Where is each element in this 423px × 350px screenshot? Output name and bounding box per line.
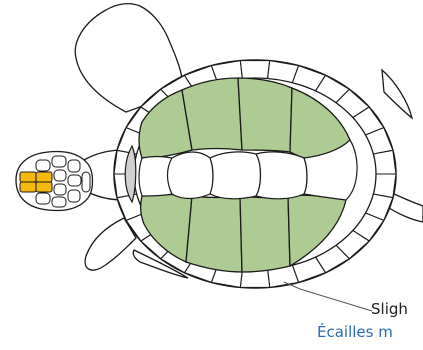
vertebral-scute-2 xyxy=(168,152,214,199)
marginal-scute xyxy=(240,61,269,79)
vertebral-scute-3 xyxy=(210,152,261,199)
costal-scute-bottom-3 xyxy=(240,196,290,272)
rear-right-flipper xyxy=(382,70,412,118)
front-right-flipper xyxy=(85,218,136,270)
costal-scute-top-2 xyxy=(182,78,242,150)
vertebral-scute-4 xyxy=(256,152,307,199)
marginal-scute xyxy=(373,150,396,174)
leader-line xyxy=(284,282,372,311)
label-french: Écailles m xyxy=(317,323,393,341)
costal-scute-bottom-2 xyxy=(186,196,242,272)
costal-scute-top-3 xyxy=(238,78,292,152)
label-english: Sligh xyxy=(371,300,408,318)
